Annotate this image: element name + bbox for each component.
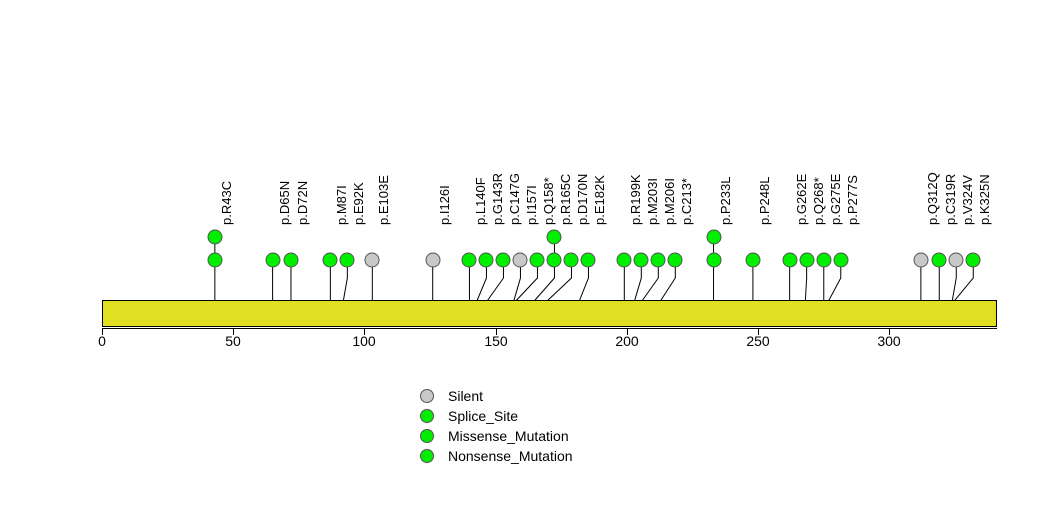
lollipop-dot[interactable] bbox=[580, 252, 596, 268]
lollipop-dot[interactable] bbox=[799, 252, 815, 268]
legend-color-swatch bbox=[420, 389, 434, 403]
lollipop-dot[interactable] bbox=[650, 252, 666, 268]
mutation-label: p.D65N bbox=[276, 180, 292, 225]
x-axis-tick bbox=[364, 328, 365, 335]
mutation-label: p.C213* bbox=[679, 178, 695, 225]
legend-color-swatch bbox=[420, 429, 434, 443]
mutation-label: p.K325N bbox=[977, 174, 993, 225]
mutation-label: p.E103E bbox=[376, 175, 392, 225]
lollipop-dot[interactable] bbox=[207, 229, 223, 245]
x-axis-tick bbox=[233, 328, 234, 335]
mutation-label: p.E182K bbox=[592, 175, 608, 225]
mutation-label: p.D72N bbox=[294, 180, 310, 225]
x-axis-tick bbox=[889, 328, 890, 335]
x-axis-tick bbox=[627, 328, 628, 335]
mutation-label: p.I157I bbox=[524, 185, 540, 225]
lollipop-dot[interactable] bbox=[706, 229, 722, 245]
lollipop-dot[interactable] bbox=[616, 252, 632, 268]
lollipop-dot[interactable] bbox=[667, 252, 683, 268]
legend-color-swatch bbox=[420, 409, 434, 423]
x-axis-tick-label: 100 bbox=[352, 333, 376, 349]
lollipop-dot[interactable] bbox=[563, 252, 579, 268]
legend-item-label: Nonsense_Mutation bbox=[448, 448, 573, 464]
lollipop-dot[interactable] bbox=[425, 252, 441, 268]
lollipop-dot[interactable] bbox=[529, 252, 545, 268]
lollipop-dot[interactable] bbox=[546, 229, 562, 245]
lollipop-dot[interactable] bbox=[782, 252, 798, 268]
lollipop-dot[interactable] bbox=[965, 252, 981, 268]
lollipop-dot[interactable] bbox=[512, 252, 528, 268]
legend-item-label: Missense_Mutation bbox=[448, 428, 569, 444]
x-axis-tick bbox=[102, 328, 103, 335]
lollipop-dot[interactable] bbox=[948, 252, 964, 268]
mutation-label: p.Q312Q bbox=[924, 172, 940, 225]
x-axis-tick-label: 300 bbox=[877, 333, 901, 349]
mutation-label: p.D170N bbox=[575, 173, 591, 225]
x-axis-tick-label: 50 bbox=[225, 333, 241, 349]
legend-color-swatch bbox=[420, 449, 434, 463]
x-axis-line bbox=[102, 328, 997, 329]
lollipop-dot[interactable] bbox=[913, 252, 929, 268]
lollipop-dot[interactable] bbox=[283, 252, 299, 268]
mutation-label: p.P277S bbox=[844, 175, 860, 225]
mutation-label: p.V324V bbox=[960, 175, 976, 225]
lollipop-dot[interactable] bbox=[706, 252, 722, 268]
lollipop-dot[interactable] bbox=[339, 252, 355, 268]
mutation-label: p.R43C bbox=[218, 180, 234, 225]
lollipop-dot[interactable] bbox=[265, 252, 281, 268]
x-axis-tick bbox=[496, 328, 497, 335]
lollipop-dot[interactable] bbox=[546, 252, 562, 268]
legend-item-label: Silent bbox=[448, 388, 484, 404]
x-axis-tick-label: 200 bbox=[615, 333, 639, 349]
mutation-label: p.C319R bbox=[943, 173, 959, 225]
mutation-label: p.P233L bbox=[717, 176, 733, 225]
mutation-label: p.C147G bbox=[507, 172, 523, 225]
x-axis-tick bbox=[758, 328, 759, 335]
legend-item-label: Splice_Site bbox=[448, 408, 519, 424]
lollipop-dot[interactable] bbox=[478, 252, 494, 268]
mutation-label: p.G275E bbox=[827, 173, 843, 225]
mutation-label: p.R199K bbox=[628, 174, 644, 225]
mutation-label: p.L140F bbox=[473, 177, 489, 225]
mutation-label: p.G143R bbox=[490, 172, 506, 225]
x-axis-tick-label: 250 bbox=[746, 333, 770, 349]
lollipop-dot[interactable] bbox=[816, 252, 832, 268]
mutation-label: p.R165C bbox=[558, 173, 574, 225]
lollipop-dot[interactable] bbox=[833, 252, 849, 268]
lollipop-dot[interactable] bbox=[207, 252, 223, 268]
mutation-label: p.Q268* bbox=[810, 177, 826, 225]
lollipop-dot[interactable] bbox=[745, 252, 761, 268]
x-axis-tick-label: 150 bbox=[484, 333, 508, 349]
lollipop-dot[interactable] bbox=[931, 252, 947, 268]
mutation-label: p.M206I bbox=[662, 178, 678, 225]
mutation-label: p.G262E bbox=[793, 173, 809, 225]
lollipop-dot[interactable] bbox=[633, 252, 649, 268]
x-axis-tick-label: 0 bbox=[98, 333, 106, 349]
lollipop-dot[interactable] bbox=[322, 252, 338, 268]
mutation-label: p.P248L bbox=[756, 176, 772, 225]
lollipop-dot[interactable] bbox=[364, 252, 380, 268]
mutation-label: p.M203I bbox=[645, 178, 661, 225]
mutation-label: p.I126I bbox=[436, 185, 452, 225]
protein-backbone-bar bbox=[102, 300, 997, 327]
mutation-label: p.E92K bbox=[351, 182, 367, 225]
mutation-label: p.M87I bbox=[334, 185, 350, 225]
lollipop-dot[interactable] bbox=[461, 252, 477, 268]
mutation-label: p.Q158* bbox=[541, 177, 557, 225]
lollipop-dot[interactable] bbox=[495, 252, 511, 268]
